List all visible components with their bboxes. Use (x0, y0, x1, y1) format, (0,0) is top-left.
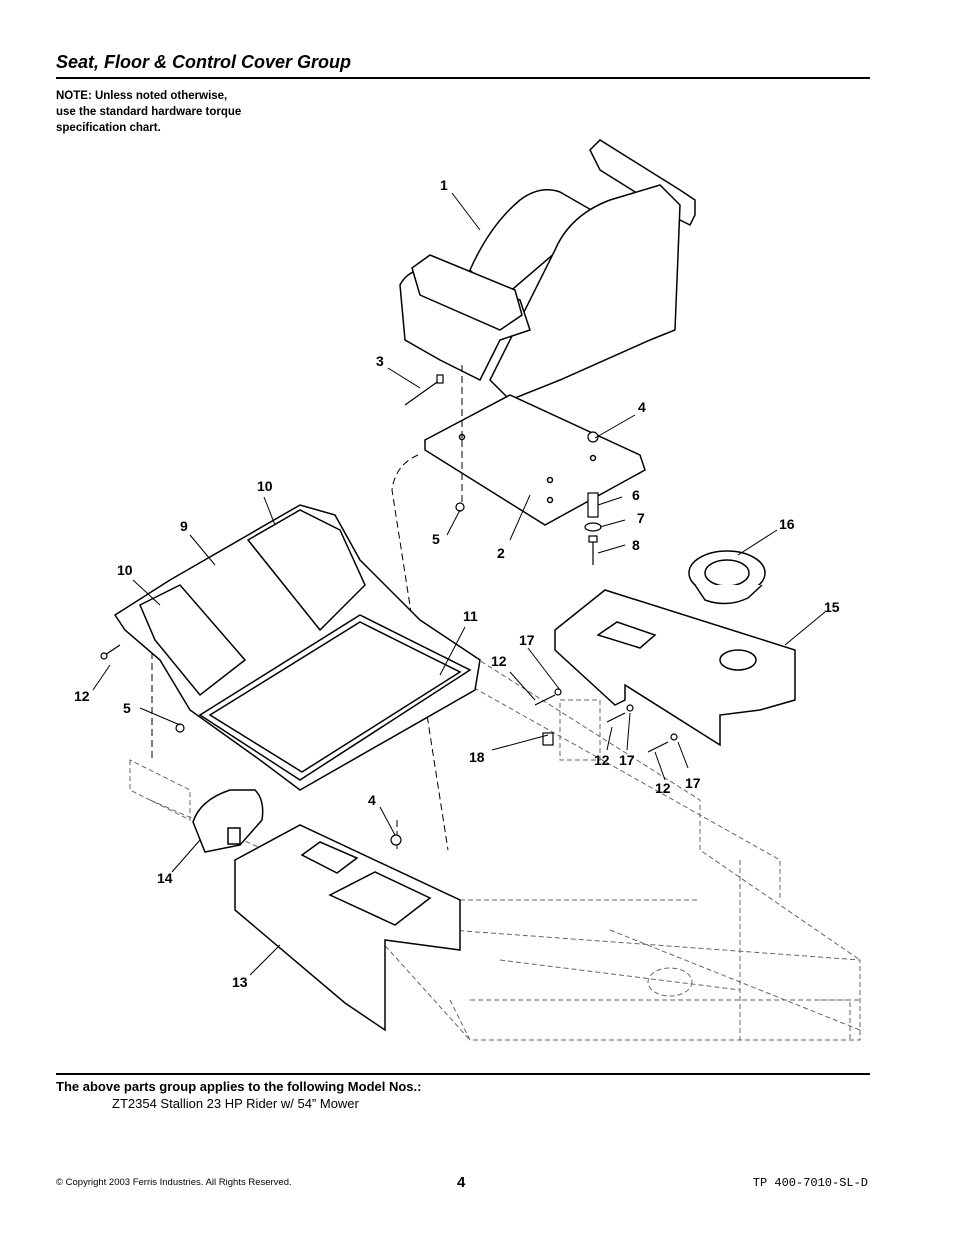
callout-label: 17 (685, 775, 701, 791)
torque-note: NOTE: Unless noted otherwise, use the st… (56, 88, 286, 136)
callout-numbers: 1 3 4 2 5 6 7 8 16 10 9 10 15 11 17 12 1… (74, 177, 840, 990)
applies-heading: The above parts group applies to the fol… (56, 1079, 422, 1094)
callout-label: 12 (655, 780, 671, 796)
callout-label: 5 (123, 700, 131, 716)
control-cover-part-15 (554, 589, 796, 747)
note-line: specification chart. (56, 122, 161, 134)
header-rule (56, 77, 870, 79)
seat-part-1 (399, 139, 696, 401)
note-line: use the standard hardware torque (56, 106, 242, 118)
callout-label: 6 (632, 487, 640, 503)
callout-label: 7 (637, 510, 645, 526)
callout-label: 10 (257, 478, 273, 494)
footer-rule (56, 1073, 870, 1075)
boot-part-16 (688, 550, 766, 605)
callout-label: 12 (491, 653, 507, 669)
applies-model: ZT2354 Stallion 23 HP Rider w/ 54” Mower (112, 1096, 359, 1111)
callout-label: 1 (440, 177, 448, 193)
callout-label: 16 (779, 516, 795, 532)
callout-label: 5 (432, 531, 440, 547)
knob-part-14 (192, 789, 264, 853)
cover-hardware (390, 688, 678, 846)
callout-label: 11 (463, 608, 478, 624)
callout-label: 17 (619, 752, 635, 768)
copyright-text: © Copyright 2003 Ferris Industries. All … (56, 1177, 292, 1188)
callout-label: 17 (519, 632, 535, 648)
control-cover-part-13 (234, 824, 461, 1032)
page-title: Seat, Floor & Control Cover Group (56, 52, 352, 72)
page-number: 4 (457, 1174, 466, 1191)
callout-label: 9 (180, 518, 188, 534)
callout-label: 14 (157, 870, 173, 886)
callout-label: 4 (638, 399, 646, 415)
callout-label: 18 (469, 749, 485, 765)
document-number: TP 400-7010-SL-D (752, 1176, 868, 1190)
callout-label: 2 (497, 545, 505, 561)
callout-label: 10 (117, 562, 133, 578)
callout-label: 13 (232, 974, 248, 990)
callout-label: 8 (632, 537, 640, 553)
note-line: NOTE: Unless noted otherwise, (56, 90, 228, 102)
floor-pan-parts-9-10-11 (113, 504, 481, 791)
floor-hardware (100, 644, 185, 733)
callout-label: 12 (594, 752, 610, 768)
callout-label: 3 (376, 353, 384, 369)
callout-label: 12 (74, 688, 90, 704)
callout-label: 15 (824, 599, 840, 615)
callout-leaders (92, 192, 826, 976)
callout-label: 4 (368, 792, 376, 808)
